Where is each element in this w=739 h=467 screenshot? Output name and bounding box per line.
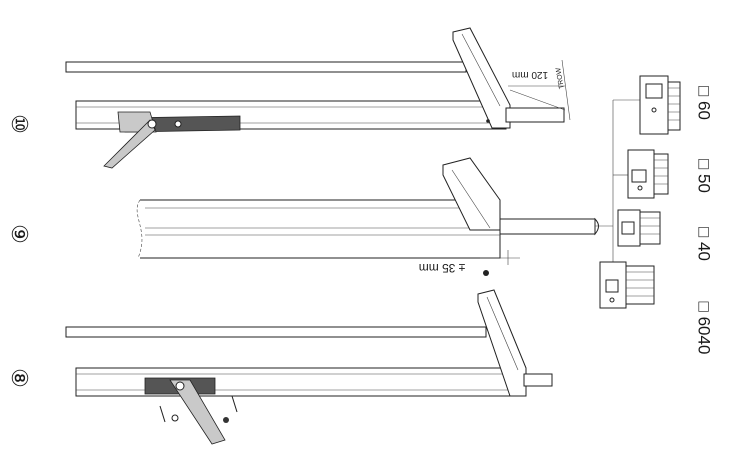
step-10-dimension: 120 mm bbox=[512, 69, 548, 80]
step-8-main-rail bbox=[75, 367, 525, 397]
step-8-clamp bbox=[144, 377, 238, 445]
step-10-upright bbox=[452, 27, 511, 129]
step-10-number: ⑩ bbox=[7, 114, 32, 134]
step-10-note: TROW bbox=[555, 67, 566, 90]
step-10-clamp bbox=[103, 111, 241, 169]
step-10-thin-bar bbox=[65, 61, 467, 73]
step-9-dimension: ± 35 mm bbox=[419, 261, 466, 275]
size-label-40: □ 40 bbox=[695, 227, 714, 261]
step-10-pin bbox=[505, 107, 565, 123]
end-cap-40 bbox=[617, 209, 661, 247]
step-8-number: ⑧ bbox=[7, 368, 32, 388]
end-cap-60 bbox=[639, 75, 681, 135]
size-label-60: □ 60 bbox=[695, 86, 714, 120]
step-10-assembly bbox=[65, 27, 571, 169]
end-caps bbox=[595, 75, 681, 309]
step-8-thin-bar bbox=[65, 326, 487, 338]
end-cap-6040 bbox=[599, 261, 655, 309]
step-9-pin bbox=[499, 218, 596, 235]
step-9-assembly bbox=[136, 157, 599, 276]
step-8-pin bbox=[523, 373, 553, 387]
size-label-50: □ 50 bbox=[695, 159, 714, 193]
step-8-assembly bbox=[65, 289, 553, 445]
step-9-beam bbox=[140, 199, 501, 259]
end-cap-50 bbox=[627, 149, 669, 199]
size-label-6040: □ 6040 bbox=[695, 302, 714, 355]
step-8-upright bbox=[477, 289, 527, 397]
step-9-number: ⑨ bbox=[7, 224, 32, 244]
